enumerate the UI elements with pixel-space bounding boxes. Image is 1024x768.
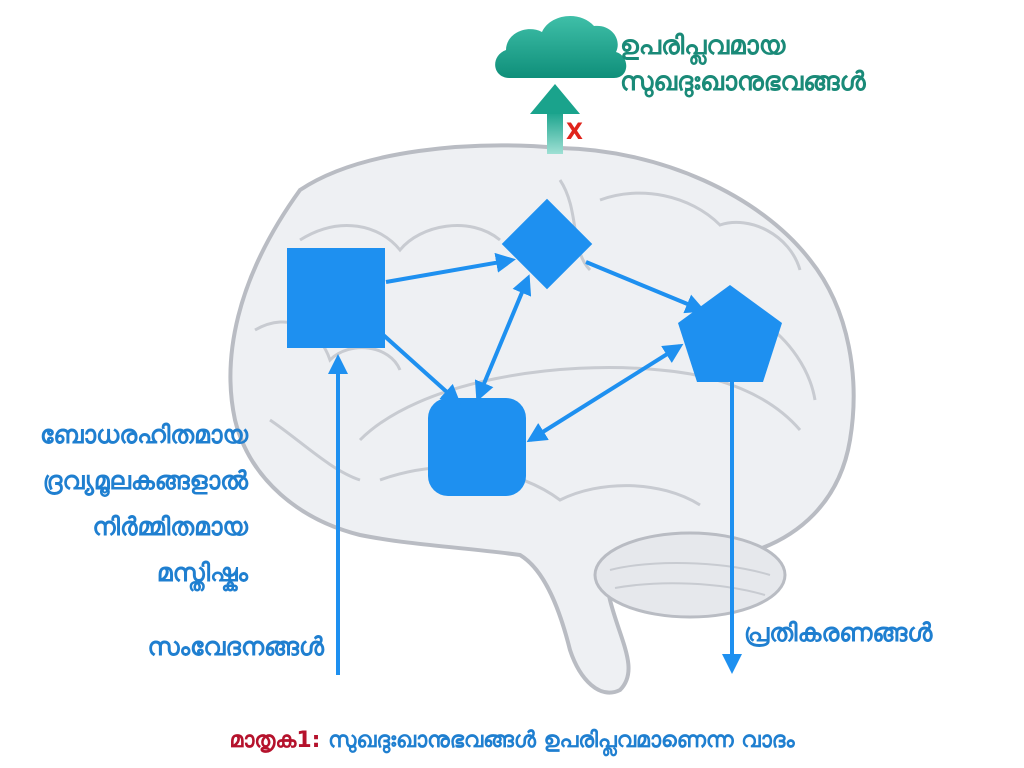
node-square [287, 248, 385, 348]
up-arrow-head [530, 84, 580, 114]
surface-experiences-label: ഉപരിപ്ലവമായ സുഖദുഃഖാനുഭവങ്ങൾ [620, 28, 866, 100]
cloud-icon [495, 15, 627, 78]
figure-caption: മാതൃക1: സുഖദുഃഖാനുഭവങ്ങൾ ഉപരിപ്ലവമാണെന്ന… [0, 728, 1024, 753]
arrow-square-to-rounded [378, 330, 461, 405]
brain-label-line3: നിർമ്മിതമായ [92, 512, 248, 541]
brain-label-line1: ബോധരഹിതമായ [39, 420, 248, 449]
surface-label-line2: സുഖദുഃഖാനുഭവങ്ങൾ [620, 67, 866, 97]
blocked-x-mark: X [566, 120, 583, 145]
responses-label: പ്രതികരണങ്ങൾ [744, 618, 933, 647]
caption-label: മാതൃക1: [229, 728, 321, 753]
node-rounded-square [428, 398, 526, 496]
sensations-label: സംവേദനങ്ങൾ [147, 632, 324, 661]
brain-label-line2: ദ്രവ്യമൂലകങ്ങളാൽ [42, 466, 248, 495]
surface-label-line1: ഉപരിപ്ലവമായ [620, 31, 786, 61]
cerebellum [593, 531, 787, 619]
cerebellum-fold [609, 562, 771, 576]
arrow-square-to-diamond [385, 252, 516, 284]
up-arrow-shaft [547, 112, 563, 154]
brain-fold [599, 191, 802, 271]
brain-description-label: ബോധരഹിതമായ ദ്രവ്യമൂലകങ്ങളാൽ നിർമ്മിതമായ … [40, 412, 248, 596]
brain-label-line4: മസ്തിഷ്കം [156, 558, 248, 587]
arrow-rounded-pentagon-bidirectional [526, 343, 684, 443]
cerebellum-fold [614, 582, 766, 596]
brain-fold [269, 418, 361, 482]
caption-text: സുഖദുഃഖാനുഭവങ്ങൾ ഉപരിപ്ലവമാണെന്ന വാദം [328, 728, 795, 753]
arrow-rounded-diamond-bidirectional [474, 274, 532, 402]
brain-fold [299, 224, 501, 253]
arrow-diamond-to-pentagon [585, 260, 706, 314]
